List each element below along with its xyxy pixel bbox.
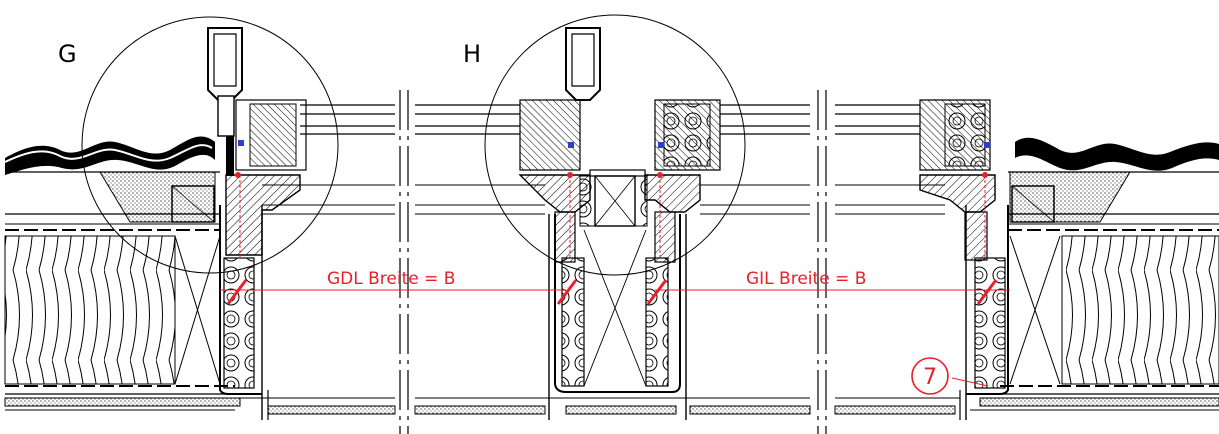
detail-circle-g [81,16,339,274]
detail-label-h: H [463,40,481,68]
section-right [834,99,1219,420]
callout-number-7: 7 [923,365,937,390]
section-left [4,16,396,420]
ceiling-board-left [4,397,241,407]
detail-label-g: G [58,40,77,68]
detail-circle-h [484,14,746,276]
dimension-label-gdl: GDL Breite = B [327,269,455,289]
roof-tile-left [5,136,215,175]
section-middle [414,14,811,420]
frame-insulation-left [223,257,255,389]
dimension-label-gil: GIL Breite = B [746,269,866,289]
roof-tile-right [1015,137,1219,171]
insulation-left [4,235,176,385]
callout-circle-7 [911,357,949,395]
window-profile-left [225,174,301,256]
insulation-right [1061,235,1219,385]
dimension-lines [220,279,1010,395]
